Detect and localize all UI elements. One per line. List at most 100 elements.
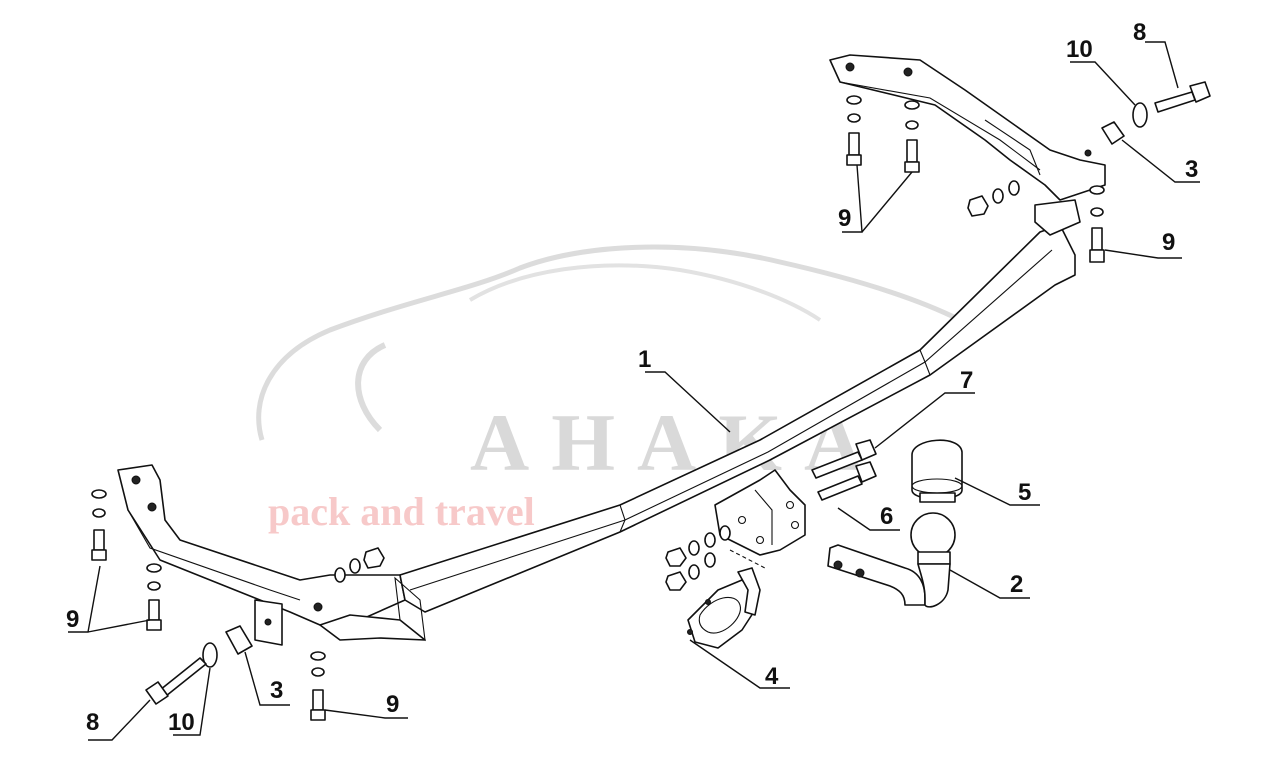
- socket-plate-hole-2: [705, 599, 711, 605]
- washer-right-7: [992, 188, 1004, 204]
- hitch-mount-plate: [714, 469, 806, 556]
- left-bracket-edge: [127, 509, 301, 601]
- callout-8-left: 8: [86, 709, 99, 736]
- crossbar-right-end-cap: [1034, 199, 1081, 236]
- washer-right-3: [904, 100, 920, 110]
- bolt-right-3-shank: [1091, 227, 1103, 251]
- hitch-mount-hole-4: [790, 520, 800, 530]
- leader-lines: [68, 41, 1200, 741]
- callout-3-right: 3: [1185, 156, 1198, 183]
- watermark-car-roof: [468, 263, 822, 322]
- left-bracket-hole-2: [147, 502, 157, 512]
- right-bracket-hole-3: [1084, 149, 1092, 157]
- washer-socket-4: [704, 552, 716, 568]
- tow-ball-collar: [917, 551, 951, 565]
- right-bracket-hole-1: [845, 62, 855, 72]
- right-bracket-hole-2: [903, 67, 913, 77]
- tow-ball: [827, 512, 956, 608]
- spacer-left: [225, 625, 253, 655]
- washer-right-2: [847, 113, 861, 123]
- leader-3b: [1121, 139, 1200, 183]
- bolt-long-right-head: [1189, 81, 1211, 103]
- leader-10a: [173, 667, 211, 736]
- callout-10-left: 10: [168, 709, 195, 736]
- nut-mid: [363, 547, 385, 569]
- washer-left-1: [91, 489, 107, 499]
- callout-7: 7: [960, 367, 973, 394]
- right-bracket-edge: [839, 81, 1041, 171]
- callout-3-left: 3: [270, 677, 283, 704]
- washer-left-3: [146, 563, 162, 573]
- washer-large-right: [1132, 102, 1148, 128]
- right-mounting-bracket: [829, 54, 1106, 201]
- nut-socket-2: [665, 571, 687, 591]
- leader-9a: [68, 565, 151, 633]
- bolt-left-1-head: [91, 549, 107, 561]
- bolt-6-head: [855, 461, 877, 483]
- washer-right-5: [1089, 185, 1105, 195]
- left-bracket-hole-3: [313, 602, 323, 612]
- tow-ball-neck-hole-1: [833, 560, 843, 570]
- callout-5: 5: [1018, 479, 1031, 506]
- bolt-right-2-shank: [906, 139, 918, 163]
- crossbar-left-end-plate: [319, 614, 426, 641]
- nut-socket-1: [665, 547, 687, 567]
- leader-10b: [1070, 61, 1136, 106]
- ball-cover: [911, 439, 963, 503]
- socket-plate-bracket: [737, 567, 761, 616]
- hitch-mount-hole-3: [785, 500, 795, 510]
- washer-left-5: [310, 651, 326, 661]
- hitch-mount-hole-1: [737, 515, 747, 525]
- callout-labels: 1 2 3 3 4 5 6 7 8 8 9 9 9 9 10 10: [66, 19, 1198, 736]
- washer-right-6: [1090, 207, 1104, 217]
- leader-8b: [1145, 41, 1179, 89]
- hitch-bolts: [811, 439, 877, 501]
- watermark-car-silhouette: [256, 244, 962, 441]
- bolt-long-left: [159, 657, 207, 697]
- leader-9d: [1104, 249, 1182, 259]
- watermark-car-wheel: [355, 342, 387, 433]
- callout-9-left: 9: [66, 606, 79, 633]
- bolt-left-3-head: [310, 709, 326, 721]
- leader-8a: [88, 699, 151, 741]
- callout-6: 6: [880, 503, 893, 530]
- callout-8-right: 8: [1133, 19, 1146, 46]
- washer-socket-2: [688, 564, 700, 580]
- tow-ball-sphere: [910, 512, 956, 558]
- bolt-left-3-shank: [312, 689, 324, 711]
- washer-socket-1: [688, 540, 700, 556]
- callout-9-top: 9: [838, 205, 851, 232]
- leader-3a: [244, 651, 290, 706]
- tow-ball-neck-hole-2: [855, 568, 865, 578]
- washer-mid-1: [334, 567, 346, 583]
- bolt-right-1-shank: [848, 132, 860, 156]
- crossbar-beam-segment-1: [619, 504, 626, 533]
- bolt-long-right: [1154, 91, 1196, 113]
- washer-right-4: [905, 120, 919, 130]
- washer-right-1: [846, 95, 862, 105]
- socket-plate-ring: [698, 596, 741, 634]
- bolt-left-1-shank: [93, 529, 105, 551]
- left-tab-hole: [264, 618, 272, 626]
- left-bolts-group: [91, 489, 385, 721]
- callout-1: 1: [638, 346, 651, 373]
- washer-right-8: [1008, 180, 1020, 196]
- callout-9-right: 9: [1162, 229, 1175, 256]
- leader-2: [949, 569, 1030, 599]
- washer-left-6: [311, 667, 325, 677]
- washer-large-left: [202, 642, 218, 668]
- callout-2: 2: [1010, 571, 1023, 598]
- bolt-right-1-head: [846, 154, 862, 166]
- callout-10-right: 10: [1066, 36, 1093, 63]
- leader-4: [689, 639, 790, 689]
- bolt-left-2-shank: [148, 599, 160, 621]
- hitch-mount-hole-2: [755, 535, 765, 545]
- bolt-7-head: [855, 439, 877, 461]
- crossbar-beam-ridge: [409, 249, 1053, 591]
- leader-1: [645, 371, 731, 433]
- bolt-right-3-head: [1089, 249, 1105, 263]
- nut-right: [967, 195, 989, 217]
- leader-9b: [324, 709, 408, 719]
